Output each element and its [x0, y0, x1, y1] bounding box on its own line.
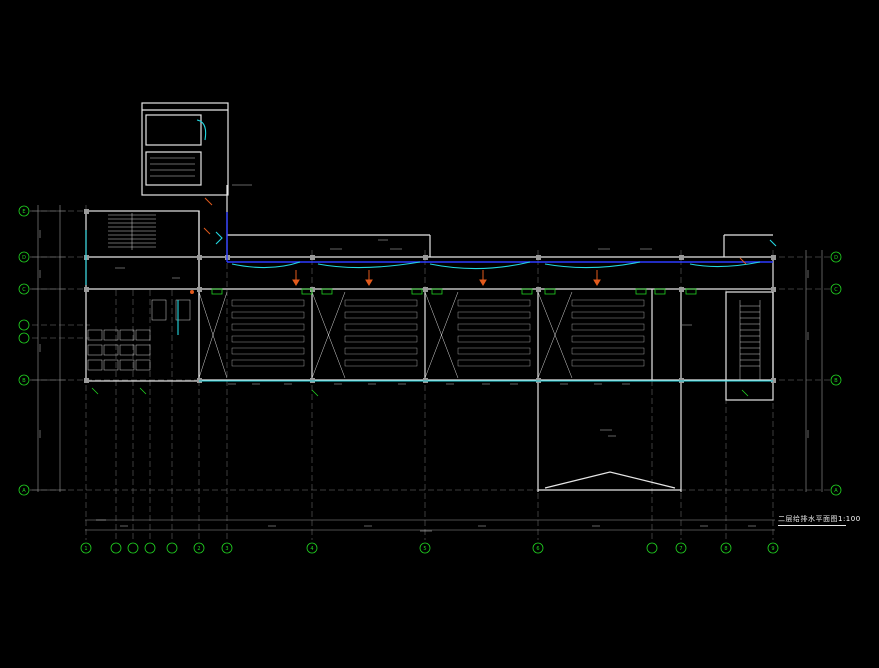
- drainage-pipes: [85, 119, 777, 382]
- row-label-A: A: [22, 488, 26, 494]
- drawing-title-block: 二层给排水平面图1:100: [778, 514, 861, 526]
- row-label-D-right: D: [834, 255, 838, 261]
- col-label-6: 6: [536, 546, 539, 552]
- col-label-4: 4: [310, 546, 313, 552]
- dimension-lines: [30, 205, 823, 531]
- row-label-C: C: [22, 287, 26, 293]
- row-label-D: D: [22, 255, 26, 261]
- row-label-C-right: C: [834, 287, 838, 293]
- drawing-scale: 1:100: [838, 515, 861, 523]
- col-label-2: 2: [197, 546, 200, 552]
- room-diagonals: [198, 291, 573, 379]
- col-label-1: 1: [84, 546, 87, 552]
- stair-treads: [108, 157, 761, 380]
- row-label-B: B: [22, 378, 26, 384]
- plumbing-fixtures: [190, 197, 747, 294]
- fixture-markers: [91, 288, 749, 397]
- micro-annotations: [39, 184, 809, 532]
- axis-bubbles-left: [18, 205, 30, 496]
- axis-bubble-labels: E D C B A D C B A 1 2 3 4 5 6 7 8 9: [22, 209, 838, 552]
- row-label-B-right: B: [834, 378, 838, 384]
- grid-lines-horizontal: [32, 210, 830, 491]
- col-label-9: 9: [771, 546, 774, 552]
- building-walls: [85, 102, 774, 492]
- axis-bubbles-bottom: [80, 542, 779, 554]
- title-underline: [778, 525, 846, 526]
- drawing-title-line: 二层给排水平面图1:100: [778, 514, 861, 524]
- col-label-3: 3: [225, 546, 228, 552]
- drawing-title: 二层给排水平面图: [778, 515, 838, 523]
- col-label-5: 5: [423, 546, 426, 552]
- toilet-stalls: [87, 299, 191, 371]
- row-label-E: E: [22, 209, 25, 215]
- row-label-A-right: A: [834, 488, 838, 494]
- classroom-desks: [231, 299, 645, 367]
- axis-bubbles-right: [830, 251, 842, 496]
- water-supply-pipe: [226, 212, 773, 263]
- col-label-8: 8: [724, 546, 727, 552]
- col-label-7: 7: [679, 546, 682, 552]
